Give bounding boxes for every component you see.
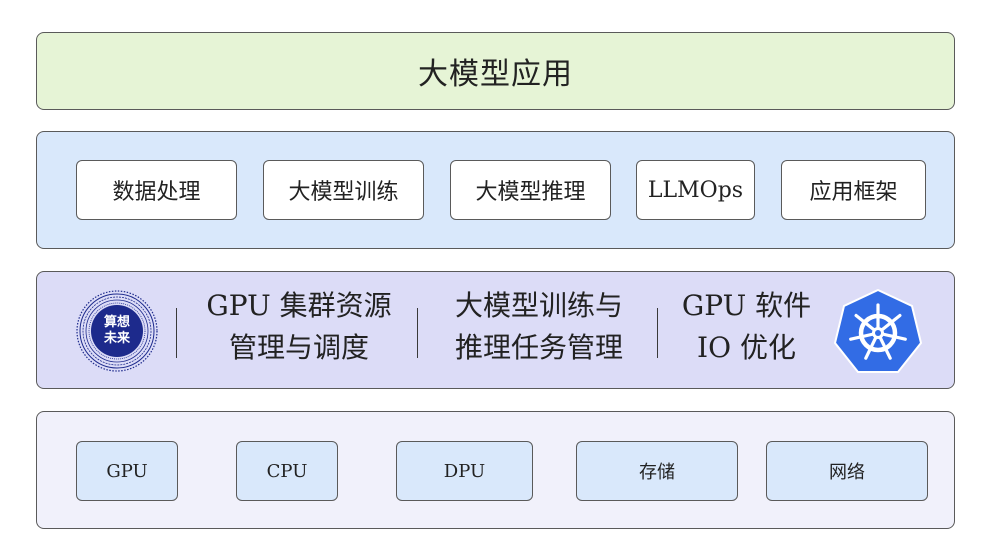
sched-block-line: 推理任务管理 [454,331,623,364]
platform-box-label: LLMOps [647,177,744,203]
divider [657,308,658,358]
infra-box-label: 存储 [639,462,675,483]
platform-layer: 数据处理 大模型训练 大模型推理 LLMOps 应用框架 [36,131,955,249]
divider [417,308,418,358]
platform-box-app-framework: 应用框架 [781,160,926,220]
platform-box-label: 大模型推理 [475,180,586,205]
infra-box-label: GPU [106,460,148,482]
sched-block-line: GPU 集群资源 [206,289,392,322]
sched-block-gpu-io: GPU 软件 IO 优化 [669,285,824,369]
sched-block-line: IO 优化 [697,331,796,364]
scheduling-layer: 算想 未来 GPU 集群资源 管理与调度 大模型训练与 推理任务管理 GPU 软… [36,271,955,389]
brand-logo-icon: 算想 未来 [75,289,159,373]
infra-box-label: CPU [266,460,308,482]
infra-box-cpu: CPU [236,441,338,501]
platform-box-llmops: LLMOps [636,160,755,220]
platform-box-label: 大模型训练 [288,180,399,205]
infra-box-label: DPU [443,460,486,482]
kubernetes-icon [832,288,924,374]
infra-box-storage: 存储 [576,441,738,501]
sched-block-line: 管理与调度 [228,331,369,364]
sched-block-line: GPU 软件 [681,289,812,322]
infra-box-network: 网络 [766,441,928,501]
sched-block-task-management: 大模型训练与 推理任务管理 [429,285,649,369]
platform-box-data-processing: 数据处理 [76,160,237,220]
infra-box-gpu: GPU [76,441,178,501]
infrastructure-layer: GPU CPU DPU 存储 网络 [36,411,955,529]
sched-block-gpu-cluster: GPU 集群资源 管理与调度 [189,285,409,369]
logo-text-line2: 未来 [103,331,130,346]
divider [176,308,177,358]
platform-box-label: 应用框架 [809,180,898,205]
platform-box-label: 数据处理 [112,180,201,205]
platform-box-model-training: 大模型训练 [263,160,424,220]
logo-text-line1: 算想 [103,315,130,330]
application-layer-title: 大模型应用 [418,57,573,92]
application-layer: 大模型应用 [36,32,955,110]
infra-box-dpu: DPU [396,441,533,501]
infra-box-label: 网络 [829,462,865,483]
sched-block-line: 大模型训练与 [454,289,623,322]
platform-box-model-inference: 大模型推理 [450,160,611,220]
